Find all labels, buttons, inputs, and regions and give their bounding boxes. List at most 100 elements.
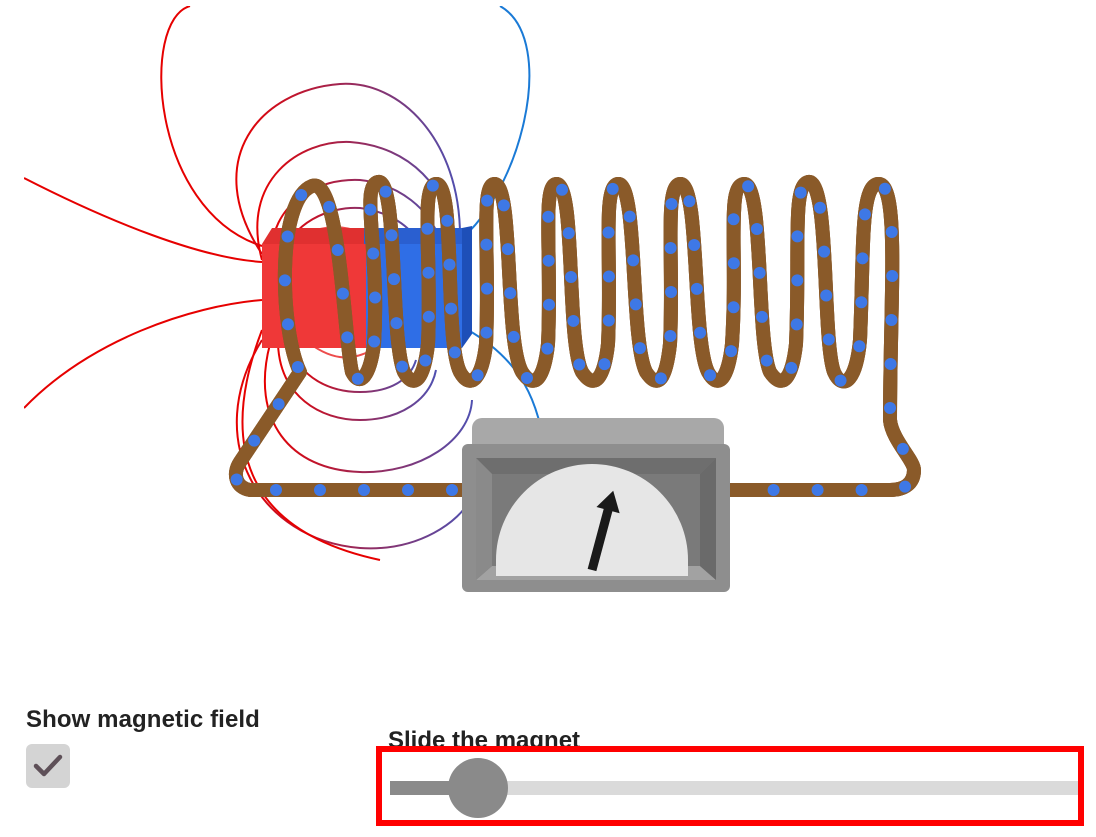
electron: [501, 243, 514, 256]
electron: [481, 194, 494, 207]
show-magnetic-field-checkbox[interactable]: [26, 744, 70, 788]
electron: [368, 335, 381, 348]
electron: [230, 473, 243, 486]
electron: [664, 329, 677, 342]
electron: [704, 369, 717, 382]
electron: [542, 254, 555, 267]
electron: [480, 238, 493, 251]
electron: [270, 484, 282, 496]
slider-highlight-frame: [376, 746, 1084, 826]
electron: [727, 257, 740, 270]
electron: [694, 326, 707, 339]
electron: [419, 354, 432, 367]
electron: [248, 434, 261, 447]
electron: [426, 179, 439, 192]
magnet-position-slider[interactable]: [390, 758, 1080, 818]
electron: [818, 245, 831, 258]
electron: [753, 266, 766, 279]
electron: [295, 189, 308, 202]
electron: [790, 318, 803, 331]
electron: [556, 183, 569, 196]
electron: [665, 197, 678, 210]
electron: [654, 372, 667, 385]
simulation-scene: [24, 6, 921, 592]
slider-track[interactable]: [390, 781, 1080, 795]
galvanometer: [462, 418, 730, 592]
electron: [794, 186, 807, 199]
electron: [272, 398, 285, 411]
electron: [331, 243, 344, 256]
electron: [385, 229, 398, 242]
electron: [278, 274, 291, 287]
electron: [358, 484, 370, 496]
electron: [542, 298, 555, 311]
electron: [291, 360, 304, 373]
electron: [369, 291, 382, 304]
electron: [504, 287, 517, 300]
electron: [791, 274, 804, 287]
electron: [767, 484, 780, 496]
electron: [878, 182, 891, 195]
electron: [664, 241, 677, 254]
electron: [856, 252, 869, 265]
electron: [886, 269, 899, 282]
electron: [445, 302, 458, 315]
electron: [688, 238, 701, 251]
electron: [541, 342, 554, 355]
show-magnetic-field-label: Show magnetic field: [26, 706, 260, 733]
electron: [281, 318, 294, 331]
electron: [885, 313, 898, 326]
electron: [785, 361, 798, 374]
electron: [341, 331, 354, 344]
show-magnetic-field-control: Show magnetic field: [26, 706, 326, 788]
electron: [665, 285, 678, 298]
slide-magnet-label: Slide the magnet: [388, 728, 581, 750]
electron: [627, 254, 640, 267]
electron: [602, 314, 615, 327]
slider-thumb[interactable]: [448, 758, 509, 818]
electron: [884, 357, 897, 370]
electron: [629, 298, 642, 311]
electron: [834, 374, 847, 387]
electron: [421, 222, 434, 235]
electron: [811, 484, 824, 496]
electron: [750, 223, 763, 236]
electron: [814, 201, 827, 214]
electron: [606, 182, 619, 195]
electron: [448, 346, 461, 359]
electron: [690, 282, 703, 295]
electron: [725, 345, 738, 358]
checkmark-icon: [33, 754, 63, 777]
electron: [481, 282, 494, 295]
electron: [364, 203, 377, 216]
electron: [281, 230, 294, 243]
electron: [480, 326, 493, 339]
electron: [791, 230, 804, 243]
arrow-up-icon: [587, 490, 620, 572]
electron: [520, 371, 533, 384]
electron: [855, 296, 868, 309]
electron: [390, 317, 403, 330]
electron: [623, 210, 636, 223]
electron: [562, 227, 575, 240]
electron: [422, 310, 435, 323]
electron: [471, 369, 484, 382]
electron: [899, 480, 912, 493]
electron: [507, 330, 520, 343]
electron: [388, 273, 401, 286]
electron: [542, 210, 555, 223]
electron: [314, 484, 326, 496]
electron: [683, 195, 696, 208]
electron: [822, 333, 835, 346]
electron: [336, 287, 349, 300]
electron: [633, 342, 646, 355]
electron: [755, 310, 768, 323]
electron: [565, 271, 578, 284]
electron: [727, 213, 740, 226]
electron: [727, 301, 740, 314]
electron: [602, 270, 615, 283]
electron: [742, 180, 755, 193]
electron: [855, 484, 868, 496]
electron: [598, 358, 611, 371]
electron: [446, 484, 458, 497]
